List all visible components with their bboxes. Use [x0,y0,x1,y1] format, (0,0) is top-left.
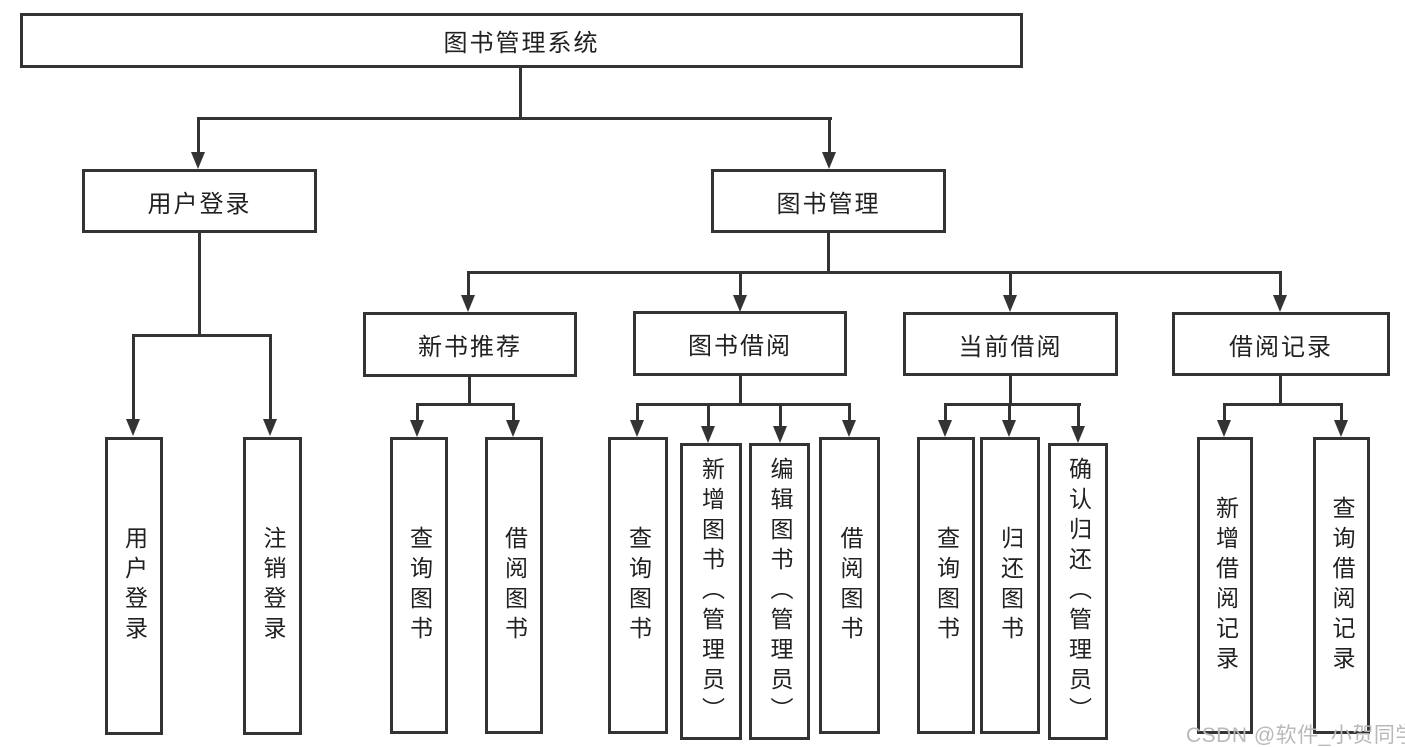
leaf-query-books-current: 查询图书 [917,437,975,734]
connector-line [636,403,639,421]
arrow-down-icon [822,152,836,169]
leaf-return-books: 归还图书 [980,437,1040,734]
connector-line [707,403,710,427]
leaf-query-borrow-record: 查询借阅记录 [1313,437,1370,734]
connector-line [1223,403,1343,406]
connector-line [1008,403,1011,421]
arrow-down-icon [126,419,140,436]
connector-line [269,334,272,420]
arrow-down-icon [701,426,715,443]
connector-line [1077,403,1080,427]
connector-line [1340,403,1343,421]
arrow-down-icon [506,420,520,437]
leaf-borrow-books-recommend: 借阅图书 [485,437,543,734]
connector-line [739,376,742,406]
leaf-user-login: 用户登录 [105,437,163,735]
arrow-down-icon [842,420,856,437]
arrow-down-icon [263,419,277,436]
leaf-query-books-borrow: 查询图书 [608,437,668,734]
connector-line [512,403,515,421]
node-borrow-records: 借阅记录 [1172,312,1390,376]
arrow-down-icon [938,420,952,437]
connector-line [416,403,419,421]
connector-line [828,117,831,153]
arrow-down-icon [410,420,424,437]
connector-line [1279,271,1282,296]
connector-line [1279,376,1282,406]
connector-line [739,271,742,296]
arrow-down-icon [1273,295,1287,312]
arrow-down-icon [1071,426,1085,443]
arrow-down-icon [1003,295,1017,312]
arrow-down-icon [1002,420,1016,437]
node-book-borrow: 图书借阅 [633,311,847,376]
connector-line [197,117,832,120]
connector-line [197,117,200,153]
connector-line [132,334,135,420]
connector-line [779,403,782,427]
connector-line [944,403,1081,406]
connector-line [467,271,1282,274]
connector-line [198,233,201,337]
arrow-down-icon [630,420,644,437]
arrow-down-icon [733,295,747,312]
arrow-down-icon [191,152,205,169]
connector-line [827,233,830,274]
arrow-down-icon [773,426,787,443]
connector-line [944,403,947,421]
connector-line [1009,271,1012,296]
leaf-add-books-admin: 新增图书（管理员） [680,443,742,740]
connector-line [519,68,522,119]
node-root: 图书管理系统 [20,13,1023,68]
node-book-management: 图书管理 [711,169,946,233]
connector-line [132,334,272,337]
csdn-watermark: CSDN @软件_小贺同学 [1186,724,1405,747]
connector-line [1223,403,1226,421]
leaf-edit-books-admin: 编辑图书（管理员） [749,443,810,740]
connector-line [1009,376,1012,406]
connector-line [848,403,851,421]
leaf-logout: 注销登录 [243,437,302,735]
connector-line [467,271,470,296]
connector-line [416,403,515,406]
leaf-confirm-return-admin: 确认归还（管理员） [1048,443,1108,740]
arrow-down-icon [461,295,475,312]
node-current-borrow: 当前借阅 [903,312,1118,376]
leaf-borrow-books: 借阅图书 [819,437,880,734]
connector-line [468,377,471,406]
node-new-book-recommend: 新书推荐 [363,312,577,377]
arrow-down-icon [1334,420,1348,437]
leaf-add-borrow-record: 新增借阅记录 [1197,437,1253,734]
connector-line [636,403,851,406]
leaf-query-books-recommend: 查询图书 [390,437,448,734]
arrow-down-icon [1217,420,1231,437]
node-user-login: 用户登录 [82,169,317,233]
